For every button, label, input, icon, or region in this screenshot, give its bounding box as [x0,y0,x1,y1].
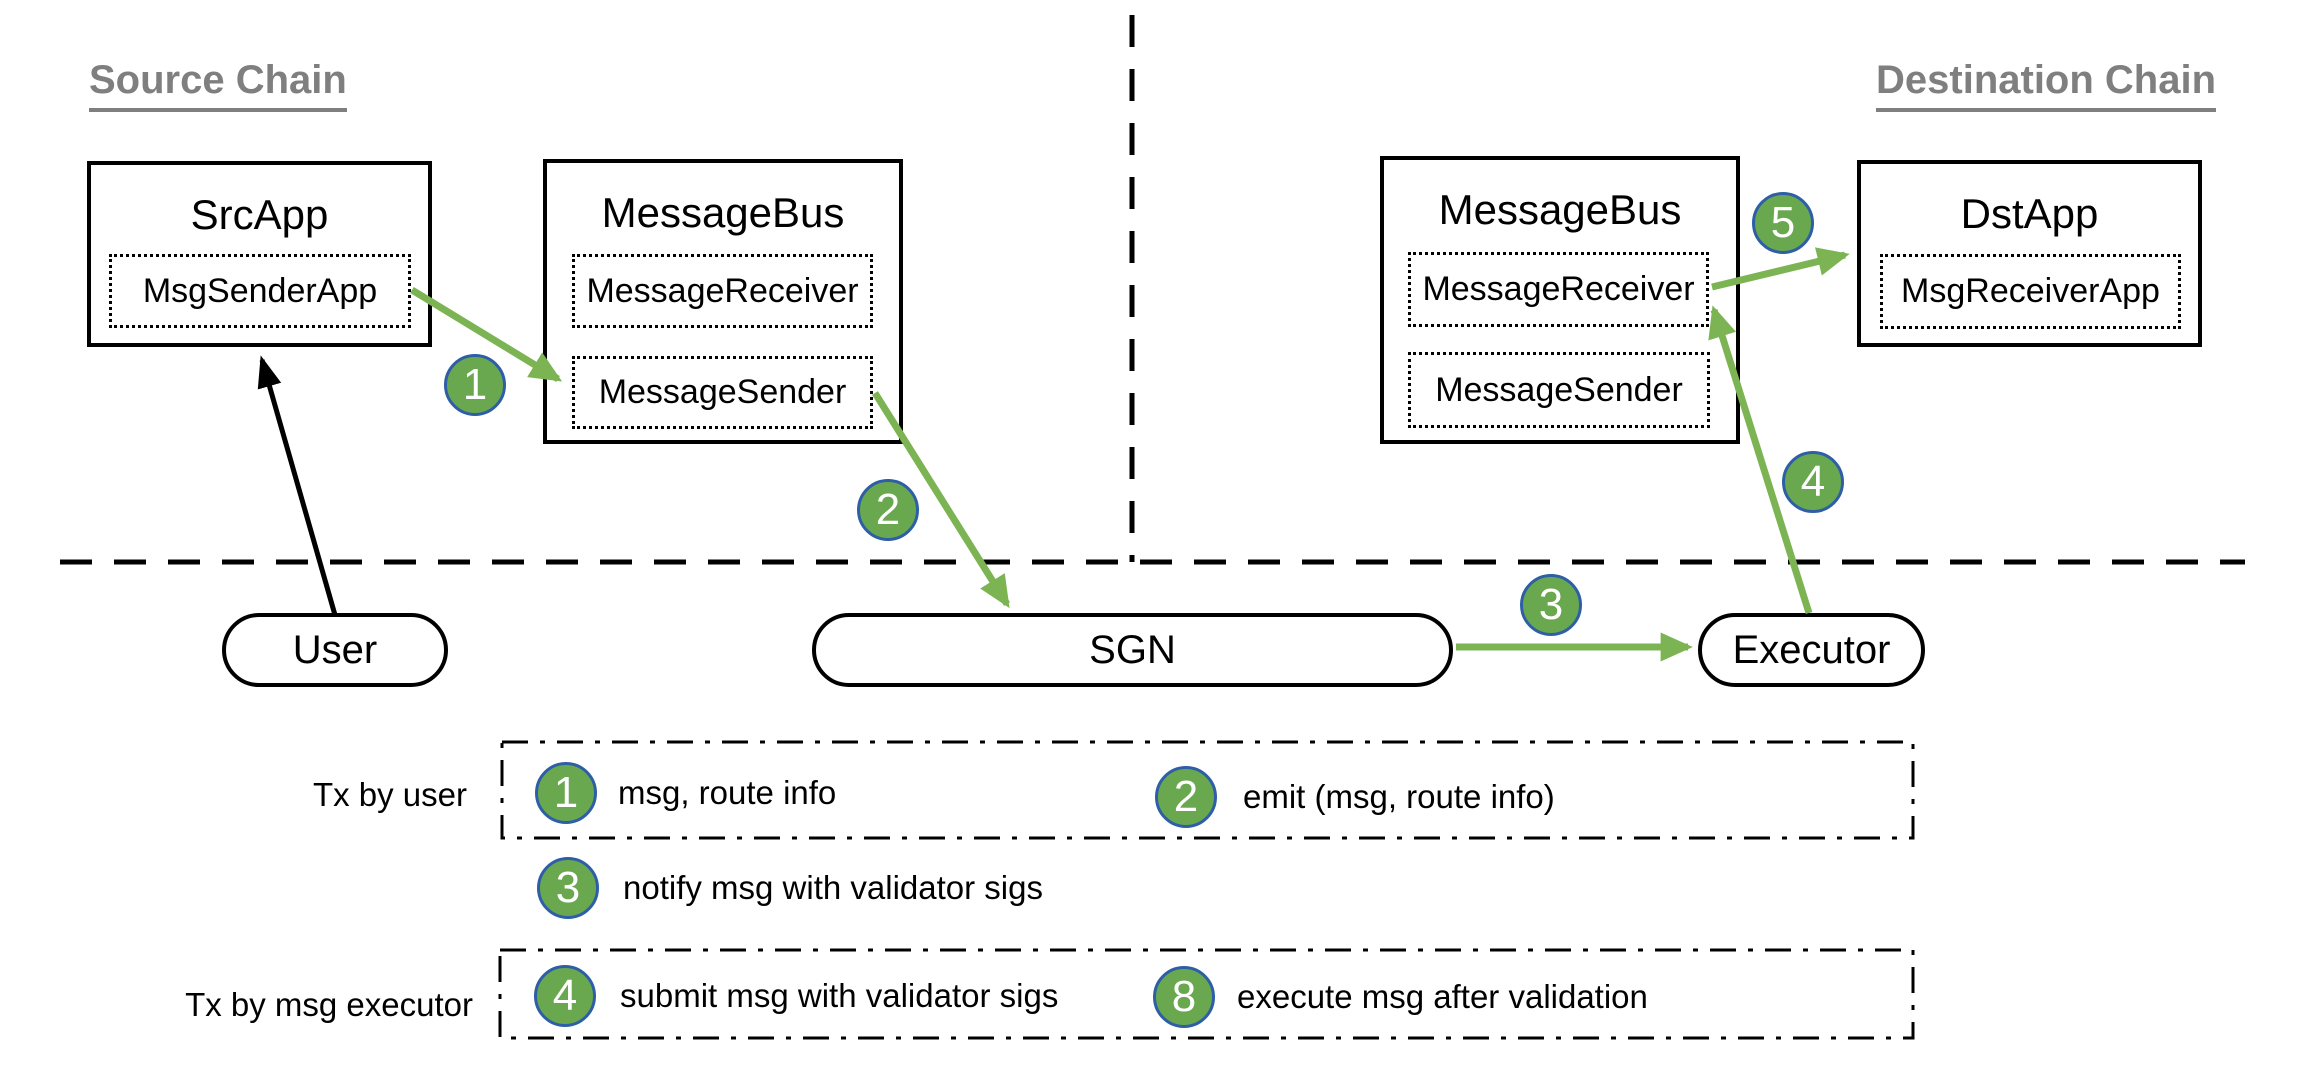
destination-message-bus-title: MessageBus [1438,186,1682,233]
user-pill: User [222,613,448,687]
source-message-sender-box: MessageSender [572,356,873,429]
legend-badge-3: 3 [537,857,599,919]
legend-badge-4: 4 [534,965,596,1027]
legend-item-1-text: msg, route info [618,774,837,811]
legend-row2-label: Tx by msg executor [185,986,473,1023]
flow-badge-1: 1 [444,354,506,416]
destination-message-receiver-box: MessageReceiver [1408,252,1709,327]
source-message-bus-title: MessageBus [601,189,845,236]
src-app-title: SrcApp [190,191,329,238]
executor-pill: Executor [1698,613,1925,687]
source-chain-title: Source Chain [89,58,347,112]
destination-chain-title: Destination Chain [1876,58,2217,112]
flow-badge-2: 2 [857,479,919,541]
legend-badge-2: 2 [1155,766,1217,828]
msg-sender-app-box: MsgSenderApp [109,254,411,328]
msg-receiver-app-box: MsgReceiverApp [1880,254,2181,329]
dst-app-box: DstApp MsgReceiverApp [1857,160,2202,347]
legend-item-4-text: submit msg with validator sigs [620,977,1059,1014]
legend-row1-label: Tx by user [312,776,467,813]
legend-badge-8: 8 [1153,966,1215,1028]
flow-badge-3: 3 [1520,574,1582,636]
legend-badge-1: 1 [535,762,597,824]
legend-item-3-text: notify msg with validator sigs [623,869,1043,906]
dst-app-title: DstApp [1960,190,2099,237]
sgn-pill: SGN [812,613,1453,687]
src-app-box: SrcApp MsgSenderApp [87,161,432,347]
flow-badge-4: 4 [1782,451,1844,513]
flow-badge-5: 5 [1752,192,1814,254]
source-message-bus-box: MessageBus MessageReceiver MessageSender [543,159,903,444]
destination-message-bus-box: MessageBus MessageReceiver MessageSender [1380,156,1740,444]
legend-item-2-text: emit (msg, route info) [1243,778,1555,815]
user-to-srcapp-arrow [257,355,338,616]
legend-item-8-text: execute msg after validation [1237,978,1648,1015]
destination-message-sender-box: MessageSender [1408,352,1710,428]
source-message-receiver-box: MessageReceiver [572,254,873,328]
